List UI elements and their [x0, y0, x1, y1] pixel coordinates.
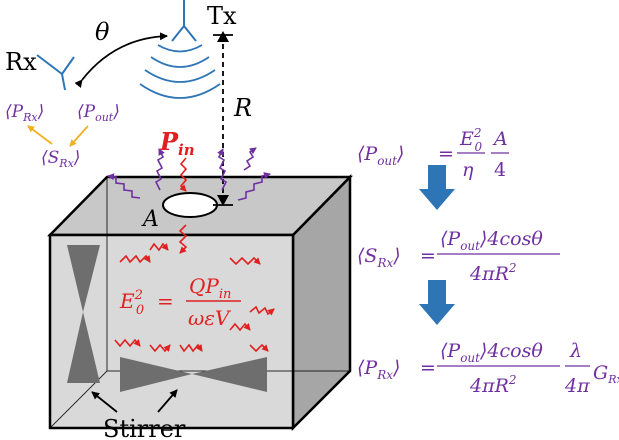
- svg-text:4πR2: 4πR2: [469, 373, 517, 397]
- tx-antenna: [171, 0, 197, 42]
- equation-prx: ⟨PRx⟩ = ⟨Pout⟩4cosθ 4πR2 λ 4π GRx: [357, 340, 619, 397]
- stirrer-pointer-left: [91, 391, 118, 413]
- stirrer-pointer-right: [157, 389, 178, 413]
- leakage-waves: [107, 147, 271, 201]
- arrow-srx-to-prx: [27, 125, 53, 145]
- svg-text:=: =: [420, 245, 436, 267]
- svg-text:4πR2: 4πR2: [469, 261, 517, 285]
- theta-arc: [74, 32, 168, 88]
- internal-field-waves: [114, 157, 275, 353]
- distance-arrow: [213, 31, 233, 206]
- arrow-pout-to-srx: [69, 125, 89, 147]
- svg-text:4: 4: [494, 159, 506, 181]
- symbol-p-out: ⟨Pout⟩: [77, 102, 120, 124]
- symbol-p-rx: ⟨PRx⟩: [5, 102, 44, 124]
- svg-text:=: =: [438, 143, 454, 165]
- aperture-hole: [162, 192, 218, 218]
- stirrer-vertical: [67, 245, 100, 383]
- svg-text:=: =: [420, 357, 436, 379]
- rx-label: Rx: [5, 48, 37, 76]
- svg-text:⟨SRx⟩: ⟨SRx⟩: [357, 245, 401, 270]
- field-eq-numerator: QPin: [189, 274, 231, 302]
- stirrer-horizontal: [120, 357, 267, 392]
- symbol-s-rx: ⟨SRx⟩: [41, 148, 80, 170]
- svg-text:λ: λ: [569, 340, 582, 362]
- aperture-label: A: [141, 207, 159, 232]
- field-eq-equals: =: [157, 289, 174, 313]
- flow-arrow-1: [419, 165, 455, 210]
- svg-text:GRx: GRx: [593, 362, 619, 386]
- distance-label: R: [233, 94, 252, 122]
- equation-srx: ⟨SRx⟩ = ⟨Pout⟩4cosθ 4πR2: [357, 228, 560, 285]
- svg-text:η: η: [462, 159, 474, 181]
- p-in-label: Pin: [159, 127, 195, 159]
- svg-text:A: A: [492, 128, 508, 150]
- svg-text:E20: E20: [459, 126, 483, 154]
- svg-text:⟨Pout⟩4cosθ: ⟨Pout⟩4cosθ: [440, 340, 543, 365]
- flow-arrow-2: [419, 280, 455, 325]
- field-eq-denominator: ωεV: [188, 306, 232, 330]
- svg-text:⟨Pout⟩: ⟨Pout⟩: [357, 143, 404, 168]
- svg-text:⟨Pout⟩4cosθ: ⟨Pout⟩4cosθ: [440, 228, 543, 253]
- stirrer-label: Stirrer: [103, 415, 186, 440]
- chamber-box: [47, 173, 353, 432]
- svg-text:⟨PRx⟩: ⟨PRx⟩: [357, 357, 400, 382]
- svg-text:4π: 4π: [564, 375, 590, 397]
- theta-label: θ: [95, 18, 110, 46]
- tx-wave-arcs: [139, 44, 221, 99]
- tx-label: Tx: [207, 2, 237, 30]
- rx-antenna: [36, 54, 75, 91]
